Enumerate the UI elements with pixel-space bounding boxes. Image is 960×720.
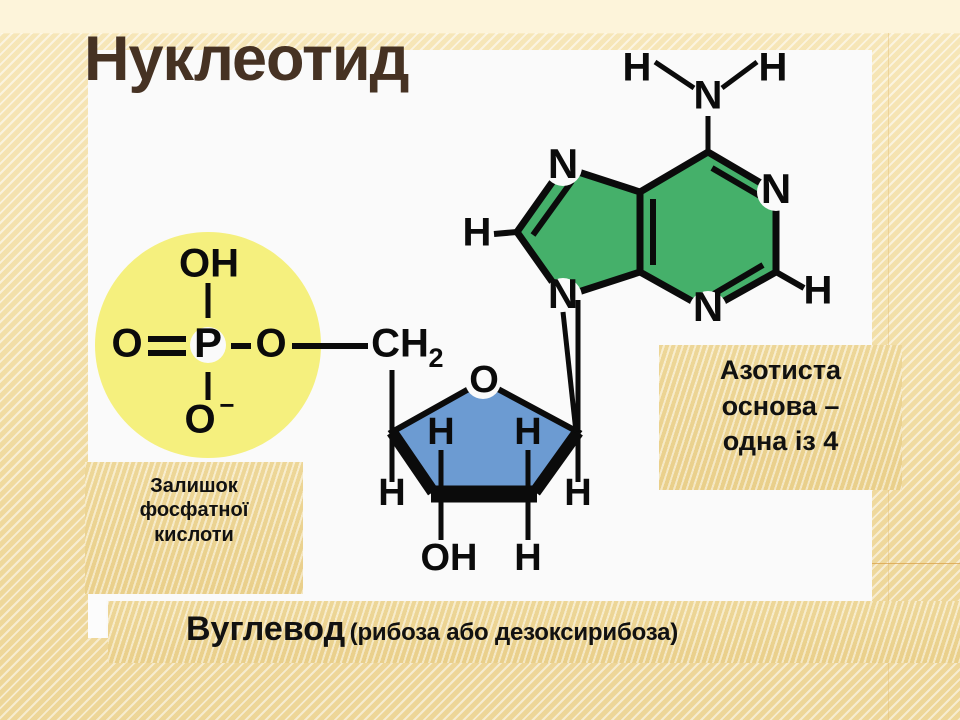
callout-phosphate-line-2: фосфатної (139, 499, 249, 522)
horizontal-rule-decoration (868, 563, 960, 564)
top-decorative-band (0, 0, 960, 33)
callout-base-line-1: Азотиста (719, 355, 842, 385)
panel-notch (88, 600, 106, 638)
callout-nitrogenous-base: Азотиста основа – одна із 4 (659, 345, 902, 490)
callout-base-line-2: основа – (721, 390, 840, 421)
page-title: Нуклеотид (84, 24, 410, 94)
callout-phosphate-residue: Залишок фосфатної кислоти (85, 462, 303, 594)
callout-sugar-paren-label: (рибоза або дезоксирибоза) (349, 619, 679, 646)
callout-carbohydrate: Вуглевод (рибоза або дезоксирибоза) (108, 601, 960, 663)
callout-phosphate-line-1: Залишок (150, 475, 238, 497)
callout-sugar-main-label: Вуглевод (186, 610, 346, 648)
callout-phosphate-line-3: кислоти (154, 523, 234, 546)
callout-base-line-3: одна із 4 (722, 426, 839, 457)
